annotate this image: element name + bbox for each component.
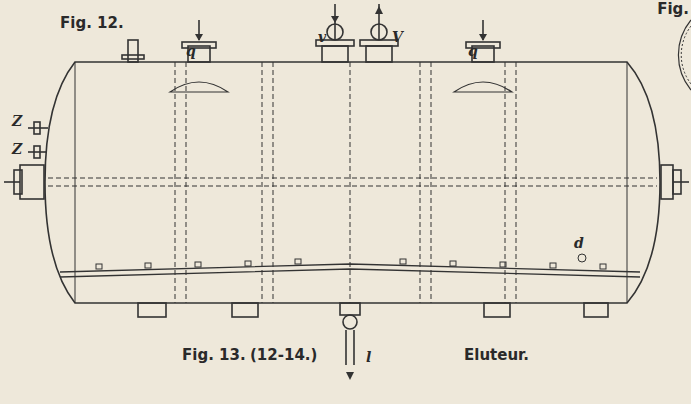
callout-letter: V [392, 30, 403, 44]
figure-label: Fig. 12. [60, 16, 124, 31]
figure-label: Fig. 13. [182, 348, 246, 363]
callout-letter: q [468, 44, 478, 58]
callout-letter: q [186, 44, 196, 58]
callout-letter: Z [12, 114, 22, 128]
callout-letter: l [366, 350, 371, 364]
callout-letter: v [318, 30, 326, 44]
figure-range: (12-14.) [250, 348, 317, 363]
callout-letter: d [574, 236, 584, 250]
figure-title: Eluteur. [464, 348, 529, 363]
figure-label: Fig. [657, 2, 689, 17]
callout-letter: Z [12, 142, 22, 156]
